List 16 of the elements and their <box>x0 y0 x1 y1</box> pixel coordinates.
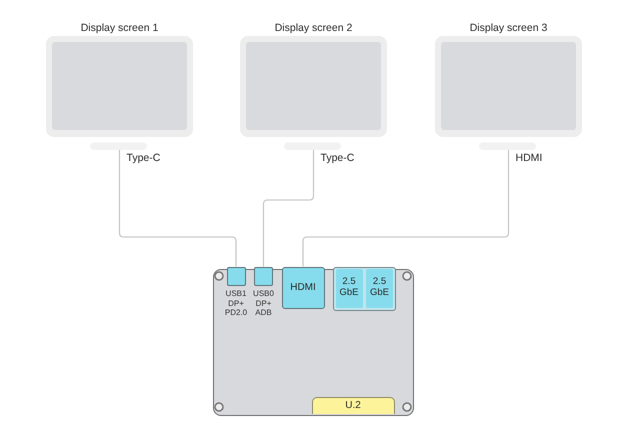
circuit-board <box>213 269 414 416</box>
edge-label: Type-C <box>126 152 162 165</box>
cable-line <box>118 150 237 266</box>
monitor-title: Display screen 1 <box>80 22 158 35</box>
hdmi-port: HDMI <box>282 266 324 308</box>
ethernet-port-block <box>332 266 396 310</box>
u2-slot: U.2 <box>312 396 394 414</box>
port-label: USB0 DP+ ADB <box>252 289 275 318</box>
monitor-title: Display screen 2 <box>274 22 352 35</box>
edge-label: Type-C <box>320 152 356 165</box>
cable-line <box>262 150 314 266</box>
monitor-title: Display screen 3 <box>470 22 548 35</box>
ethernet-port: 2.5 GbE <box>366 268 393 308</box>
cable-line <box>302 150 510 266</box>
port-label: USB1 DP+ PD2.0 <box>224 289 248 318</box>
ethernet-port: 2.5 GbE <box>336 268 362 308</box>
